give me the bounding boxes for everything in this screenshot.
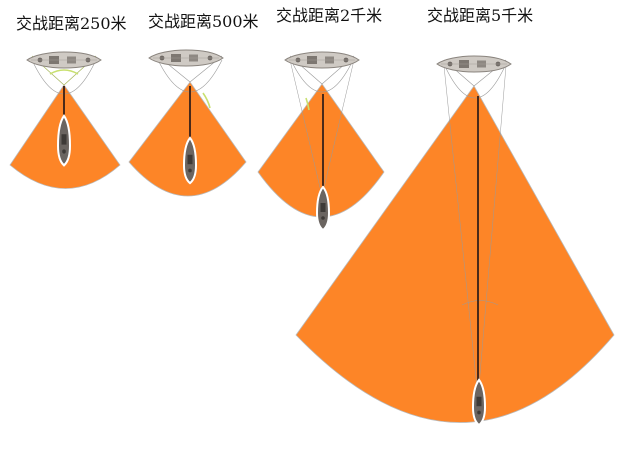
submarine-top-view-icon — [56, 114, 72, 167]
firing-sector-500m — [128, 81, 247, 197]
submarine-top-view-icon — [316, 186, 330, 231]
guide-arc-inner-5km — [461, 300, 499, 306]
engagement-panel-250m — [9, 51, 121, 189]
submarine-top-view-icon — [471, 378, 487, 427]
guide-arc-5km — [443, 63, 507, 99]
firing-arc-marker-2km — [305, 97, 310, 111]
firing-sector-5km — [295, 85, 615, 423]
engagement-panel-2km — [257, 51, 385, 231]
firing-arc-marker-500m — [202, 92, 211, 109]
firing-arc-marker-250m — [49, 69, 79, 75]
panel-title-500m: 交战距离500米 — [148, 12, 259, 31]
panel-title-2km: 交战距离2千米 — [276, 6, 383, 25]
engagement-panel-5km — [295, 55, 615, 427]
engagement-panel-500m — [128, 49, 247, 197]
guide-arc-2km — [289, 57, 355, 93]
submarine-top-view-icon — [182, 136, 198, 185]
warship-top-view-icon — [26, 51, 102, 69]
panel-title-5km: 交战距离5千米 — [427, 6, 534, 25]
panel-title-250m: 交战距离250米 — [16, 14, 127, 33]
warship-top-view-icon — [284, 51, 360, 69]
warship-top-view-icon — [436, 55, 512, 73]
